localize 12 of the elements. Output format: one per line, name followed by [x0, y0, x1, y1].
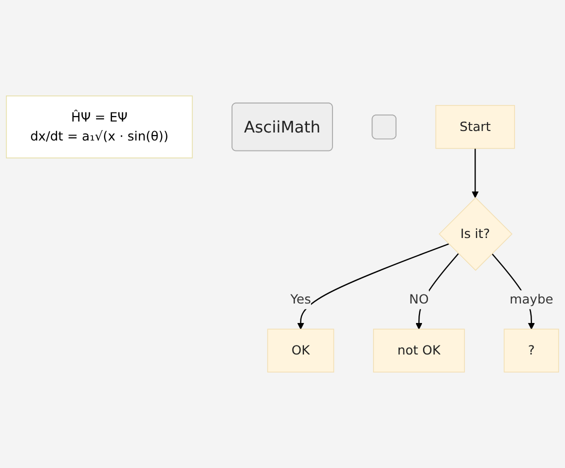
arrow — [472, 148, 479, 198]
arrow — [297, 243, 450, 330]
node-box: OK — [267, 328, 334, 372]
node-box: ? — [504, 328, 560, 372]
node-box: not OK — [373, 328, 465, 372]
edge-label: Yes — [290, 292, 311, 307]
node-box: ĤΨ = EΨ dx/dt = a₁√(x · sin(θ)) — [6, 96, 193, 158]
edge-label: maybe — [510, 292, 554, 307]
node-diamond: Is it? — [438, 197, 512, 271]
arrow — [415, 253, 459, 330]
edge-label: NO — [409, 292, 429, 307]
node-box: Start — [435, 105, 515, 149]
